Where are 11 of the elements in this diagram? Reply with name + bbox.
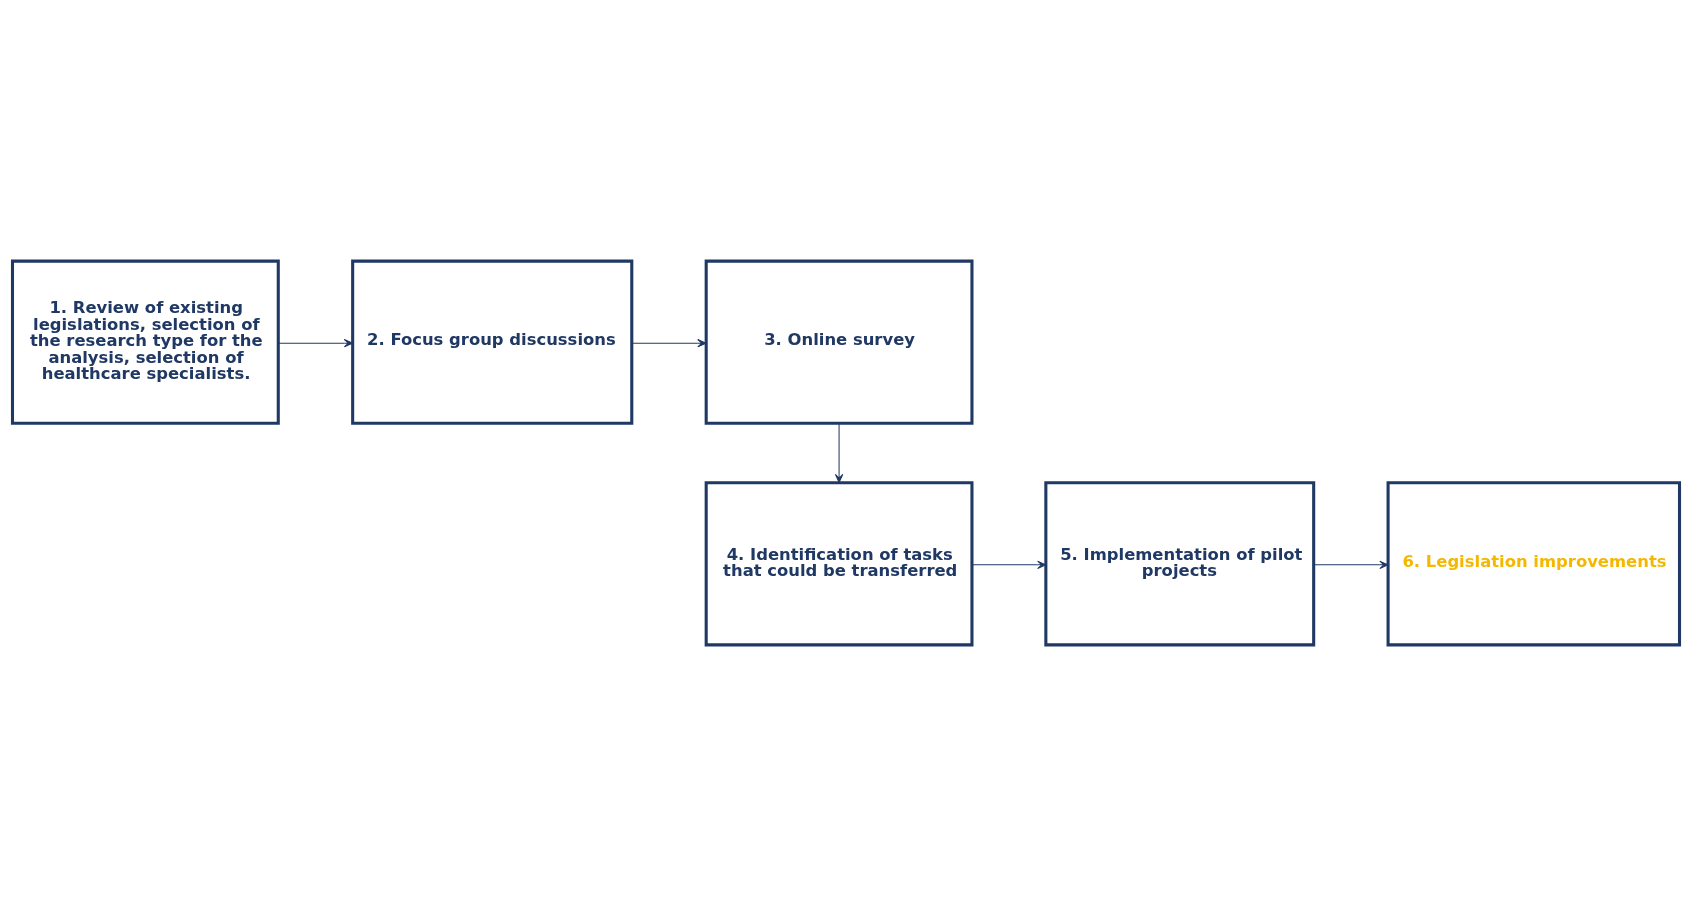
node-box: 4. Identification of tasks that could be transferred <box>704 481 974 647</box>
node-box: 2. Focus group discussions <box>351 259 634 425</box>
arrow <box>277 339 354 348</box>
node-box: 1. Review of existing legislations, selection of the research type for the analysis, selection of healthcare specialists. <box>10 259 280 425</box>
node-box: 6. Legislation improvements <box>1386 481 1682 647</box>
node-box: 3. Online survey <box>704 259 974 425</box>
arrow <box>971 560 1047 570</box>
node-box: 5. Implementation of pilot projects <box>1044 481 1316 647</box>
arrow <box>1313 560 1389 570</box>
arrow <box>834 422 844 484</box>
arrow <box>631 339 707 348</box>
